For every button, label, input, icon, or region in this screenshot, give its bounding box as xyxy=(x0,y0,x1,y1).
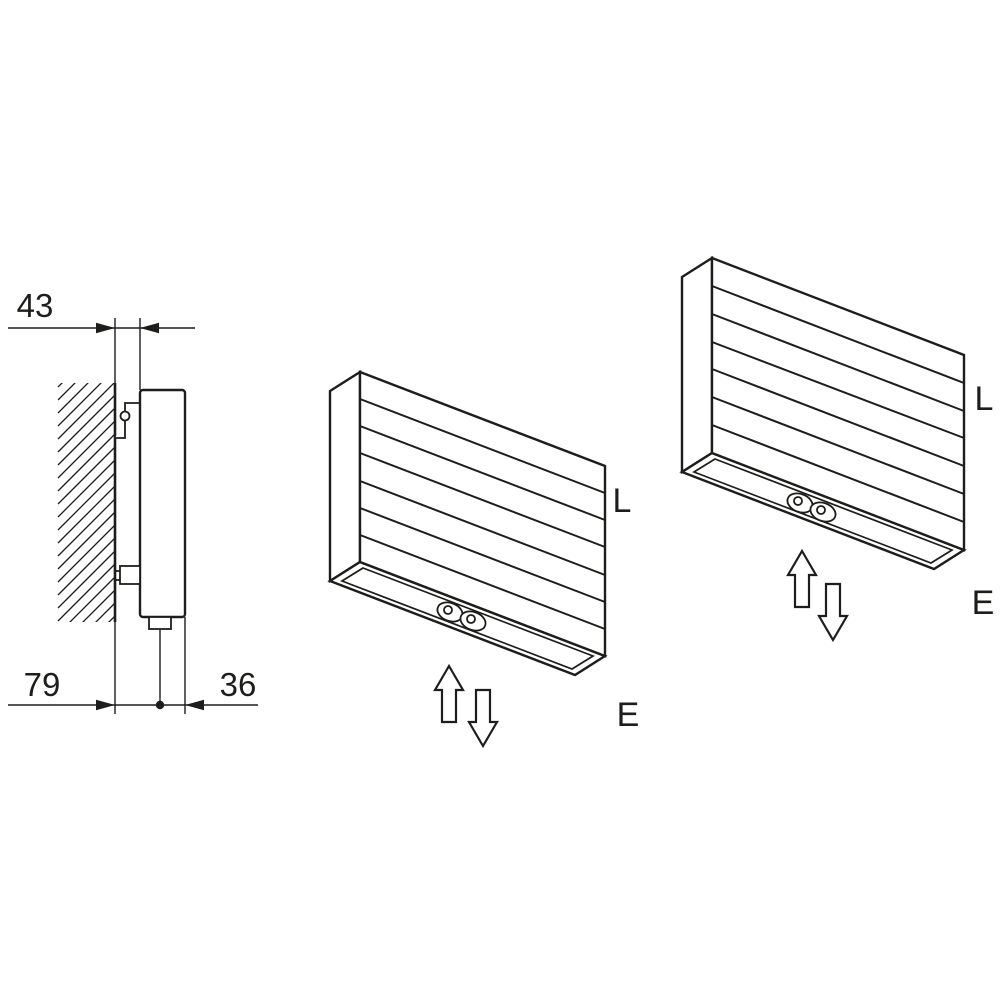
hatch-lines xyxy=(57,383,116,622)
large-flow-up-arrow-icon xyxy=(786,548,818,609)
large-valve-2-center xyxy=(816,505,826,515)
small-panel-e-label: E xyxy=(617,696,640,734)
large-panel-l-label: L xyxy=(975,380,994,418)
dimension-bottom: 79 36 xyxy=(8,666,258,711)
large-panel-valves xyxy=(786,492,837,523)
large-valve-1-center xyxy=(793,496,803,506)
dimension-top-arrow-left-icon xyxy=(140,322,159,334)
small-flow-down-arrow-icon xyxy=(467,688,499,749)
pipe-axis-dot xyxy=(155,700,165,710)
side-view: 43 79 36 xyxy=(8,287,258,714)
dim-79-label: 79 xyxy=(24,666,61,703)
large-panel-e-label: E xyxy=(972,584,995,622)
mounting-bracket-bottom xyxy=(115,565,141,585)
small-panel-valves xyxy=(436,601,487,632)
dim-36-label: 36 xyxy=(220,666,257,703)
small-panel-l-label: L xyxy=(613,482,632,520)
small-panel-left-face xyxy=(328,369,362,584)
iso-view-small: L E xyxy=(327,369,640,749)
dim-43-label: 43 xyxy=(17,287,54,324)
small-valve-1-center xyxy=(443,605,453,615)
extension-lines xyxy=(114,318,186,714)
large-panel-left-face xyxy=(680,255,714,475)
valve-connection-box xyxy=(148,616,172,630)
bracket-bottom-body xyxy=(119,565,141,585)
dimension-top: 43 xyxy=(8,287,195,334)
radiator-side-profile xyxy=(138,388,187,619)
large-panel-slats xyxy=(711,285,965,523)
dimension-top-arrow-right-icon xyxy=(96,322,115,334)
bracket-bottom-pins xyxy=(115,570,120,581)
large-flow-down-arrow-icon xyxy=(817,582,849,643)
small-flow-up-arrow-icon xyxy=(433,663,465,724)
mounting-bracket-top xyxy=(115,402,140,439)
large-panel-front-face xyxy=(710,256,966,552)
small-panel-slats xyxy=(359,398,606,630)
bracket-top-arm xyxy=(124,402,140,411)
bracket-top-leg xyxy=(115,421,126,439)
small-panel-front-face xyxy=(358,370,607,658)
dimension-bottom-arrow-left-icon xyxy=(185,699,204,711)
bracket-top-hook xyxy=(119,410,131,422)
wall-hatching xyxy=(57,383,116,622)
small-valve-2-center xyxy=(466,614,476,624)
dimension-bottom-arrow-right-icon xyxy=(96,699,115,711)
iso-view-large: L E xyxy=(679,255,995,643)
